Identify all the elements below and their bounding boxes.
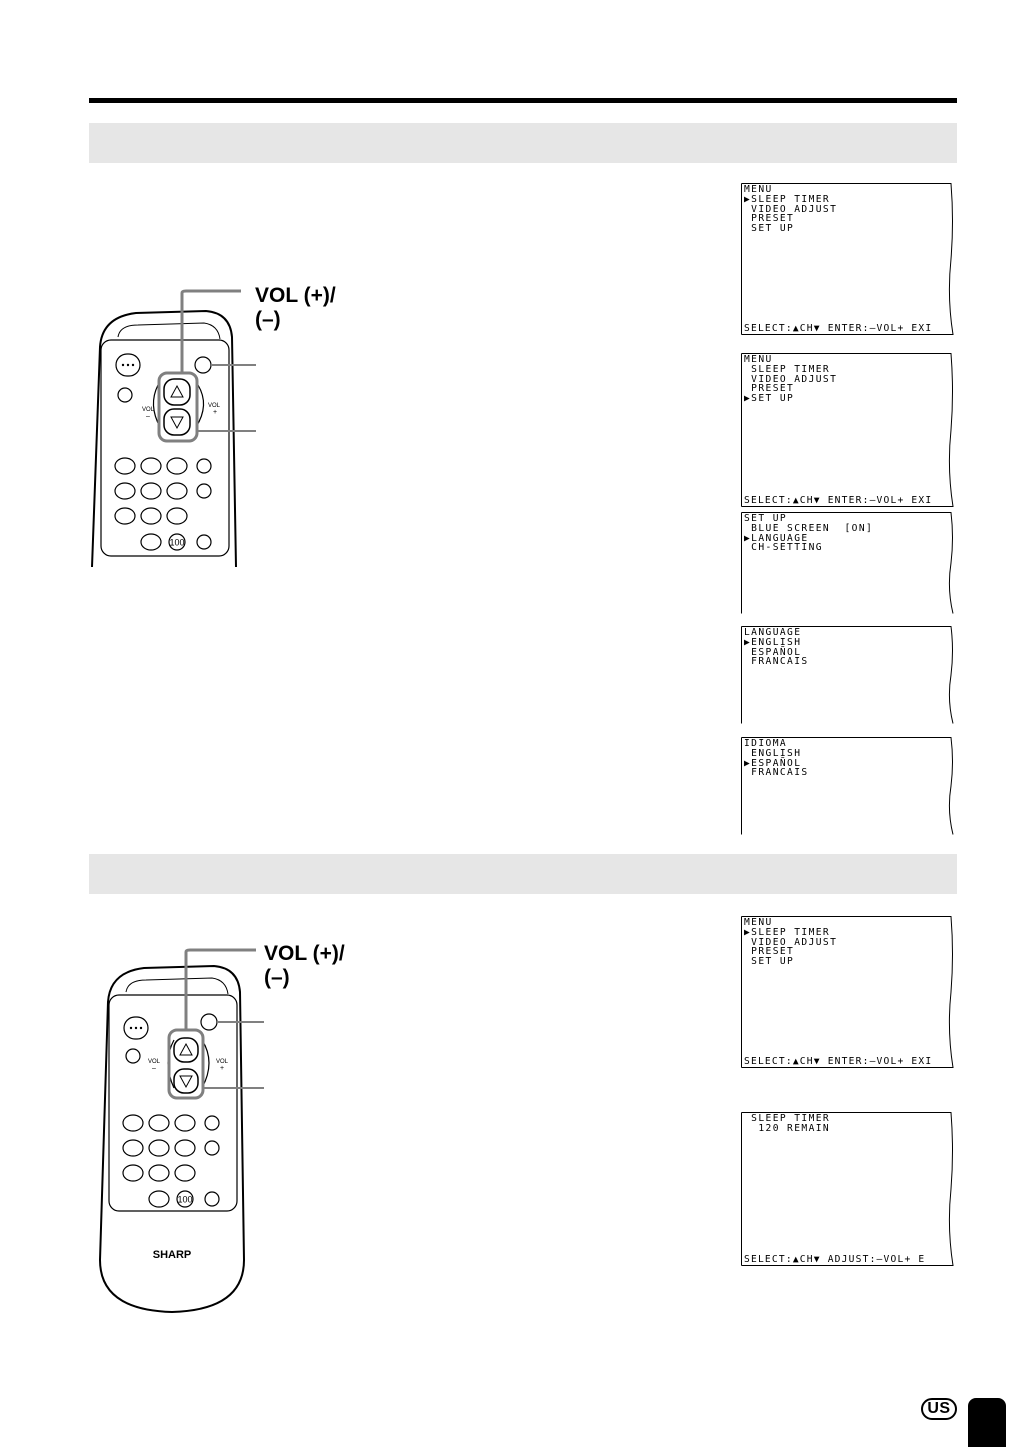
osd-line: 120 REMAIN	[744, 1122, 831, 1134]
screen-frame	[741, 916, 954, 1068]
svg-text:VOL: VOL	[148, 1059, 161, 1065]
osd-line: LANGUAGE	[744, 627, 802, 638]
osd-menu-lines: MENU▶SLEEP TIMER VIDEO ADJUST PRESET SET…	[744, 918, 837, 967]
osd-line: ▶LANGUAGE	[744, 532, 809, 544]
screen-frame	[741, 353, 954, 507]
svg-text:VOL: VOL	[216, 1059, 229, 1065]
osd-menu-lines: MENU▶SLEEP TIMER VIDEO ADJUST PRESET SET…	[744, 185, 837, 234]
vol-label-line2: (–)	[264, 966, 290, 989]
osd-line: ESPAÑOL	[744, 646, 802, 658]
osd-line: ENGLISH	[744, 747, 802, 759]
screen-frame	[741, 626, 954, 724]
osd-line: IDIOMA	[744, 738, 788, 749]
osd-line: VIDEO ADJUST	[744, 936, 838, 948]
ch-down-button	[163, 408, 191, 436]
osd-footer-hint: SELECT:▲CH▼ ENTER:–VOL+ EXI	[744, 495, 933, 506]
screen-frame	[741, 183, 954, 335]
osd-screen-menu-sleep-timer-2: MENU▶SLEEP TIMER VIDEO ADJUST PRESET SET…	[741, 916, 955, 1068]
osd-line: SET UP	[744, 223, 795, 235]
osd-menu-lines: SLEEP TIMER 120 REMAIN	[744, 1114, 830, 1134]
ch-up-button	[163, 378, 191, 406]
osd-footer-hint: SELECT:▲CH▼ ENTER:–VOL+ EXI	[744, 323, 933, 334]
svg-text:–: –	[146, 413, 150, 420]
osd-line: MENU	[744, 184, 773, 195]
screen-frame	[741, 737, 954, 835]
osd-screen-language-english: LANGUAGE▶ENGLISH ESPAÑOL FRANCAIS	[741, 626, 955, 724]
osd-line: MENU	[744, 354, 773, 365]
remote-control-illustration-1: VOL – VOL + 100	[91, 289, 256, 568]
ch-down-button	[173, 1068, 199, 1094]
key-100	[168, 533, 186, 551]
osd-footer-hint: SELECT:▲CH▼ ENTER:–VOL+ EXI	[744, 1056, 933, 1067]
screen-frame	[741, 1112, 954, 1266]
svg-text:100: 100	[169, 538, 184, 548]
vol-label-line1: VOL (+)/	[255, 284, 336, 307]
osd-screen-set-up-language: SET UP BLUE SCREEN [ON]▶LANGUAGE CH-SETT…	[741, 512, 955, 614]
osd-line: ▶ENGLISH	[744, 636, 802, 648]
osd-line: ▶ESPAÑOL	[744, 757, 802, 769]
brand-logo: SHARP	[153, 1249, 192, 1261]
osd-screen-idioma-espanol: IDIOMA ENGLISH▶ESPAÑOL FRANCAIS	[741, 737, 955, 835]
osd-line: ▶SET UP	[744, 393, 795, 405]
remote-panel	[108, 994, 238, 1212]
osd-menu-lines: LANGUAGE▶ENGLISH ESPAÑOL FRANCAIS	[744, 628, 809, 667]
osd-footer-hint: SELECT:▲CH▼ ADJUST:–VOL+ E	[744, 1254, 926, 1265]
screen-frame	[741, 512, 954, 614]
osd-line: MENU	[744, 917, 773, 928]
vol-label-line1: VOL (+)/	[264, 942, 345, 965]
osd-line: VIDEO ADJUST	[744, 373, 838, 385]
svg-text:+: +	[220, 1065, 224, 1072]
osd-line: SLEEP TIMER	[744, 1113, 831, 1124]
vol-callout-label-2: VOL (+)/ (–)	[264, 942, 345, 990]
key-100	[176, 1190, 194, 1208]
top-rule	[89, 98, 957, 103]
osd-screen-menu-set-up: MENU SLEEP TIMER VIDEO ADJUST PRESET▶SET…	[741, 353, 955, 507]
osd-line: ▶SLEEP TIMER	[744, 926, 831, 938]
remote-control-illustration-2: VOL – VOL + 100 SHARP	[98, 948, 264, 1314]
vol-label-line2: (–)	[255, 308, 281, 331]
page-number-tab	[968, 1398, 1006, 1447]
osd-screen-sleep-timer-remain: SLEEP TIMER 120 REMAIN SELECT:▲CH▼ ADJUST…	[741, 1112, 955, 1266]
svg-text:+: +	[213, 409, 217, 416]
menu-button	[194, 356, 212, 374]
osd-line: SET UP	[744, 513, 788, 524]
osd-line: PRESET	[744, 383, 795, 395]
svg-text:100: 100	[177, 1195, 192, 1205]
osd-line: PRESET	[744, 946, 795, 958]
osd-line: ▶SLEEP TIMER	[744, 193, 831, 205]
small-button	[125, 1048, 141, 1064]
ch-up-button	[173, 1037, 199, 1063]
osd-line: FRANCAIS	[744, 767, 809, 779]
region-badge: US	[921, 1398, 957, 1420]
osd-screen-menu-sleep-timer: MENU▶SLEEP TIMER VIDEO ADJUST PRESET SET…	[741, 183, 955, 335]
section-header-band-2	[89, 854, 957, 894]
osd-line: FRANCAIS	[744, 656, 809, 668]
section-header-band-1	[89, 123, 957, 163]
small-button	[117, 387, 133, 403]
osd-line: SLEEP TIMER	[744, 363, 831, 375]
vol-callout-label-1: VOL (+)/ (–)	[255, 284, 336, 332]
osd-line: VIDEO ADJUST	[744, 203, 838, 215]
osd-line: SET UP	[744, 956, 795, 968]
osd-menu-lines: IDIOMA ENGLISH▶ESPAÑOL FRANCAIS	[744, 739, 809, 778]
osd-menu-lines: MENU SLEEP TIMER VIDEO ADJUST PRESET▶SET…	[744, 355, 837, 404]
svg-text:VOL: VOL	[142, 407, 155, 413]
osd-line: CH-SETTING	[744, 542, 823, 554]
svg-text:VOL: VOL	[208, 403, 221, 409]
osd-menu-lines: SET UP BLUE SCREEN [ON]▶LANGUAGE CH-SETT…	[744, 514, 873, 553]
svg-text:–: –	[152, 1065, 156, 1072]
menu-button	[200, 1013, 218, 1031]
osd-line: PRESET	[744, 213, 795, 225]
osd-line: BLUE SCREEN [ON]	[744, 522, 874, 534]
